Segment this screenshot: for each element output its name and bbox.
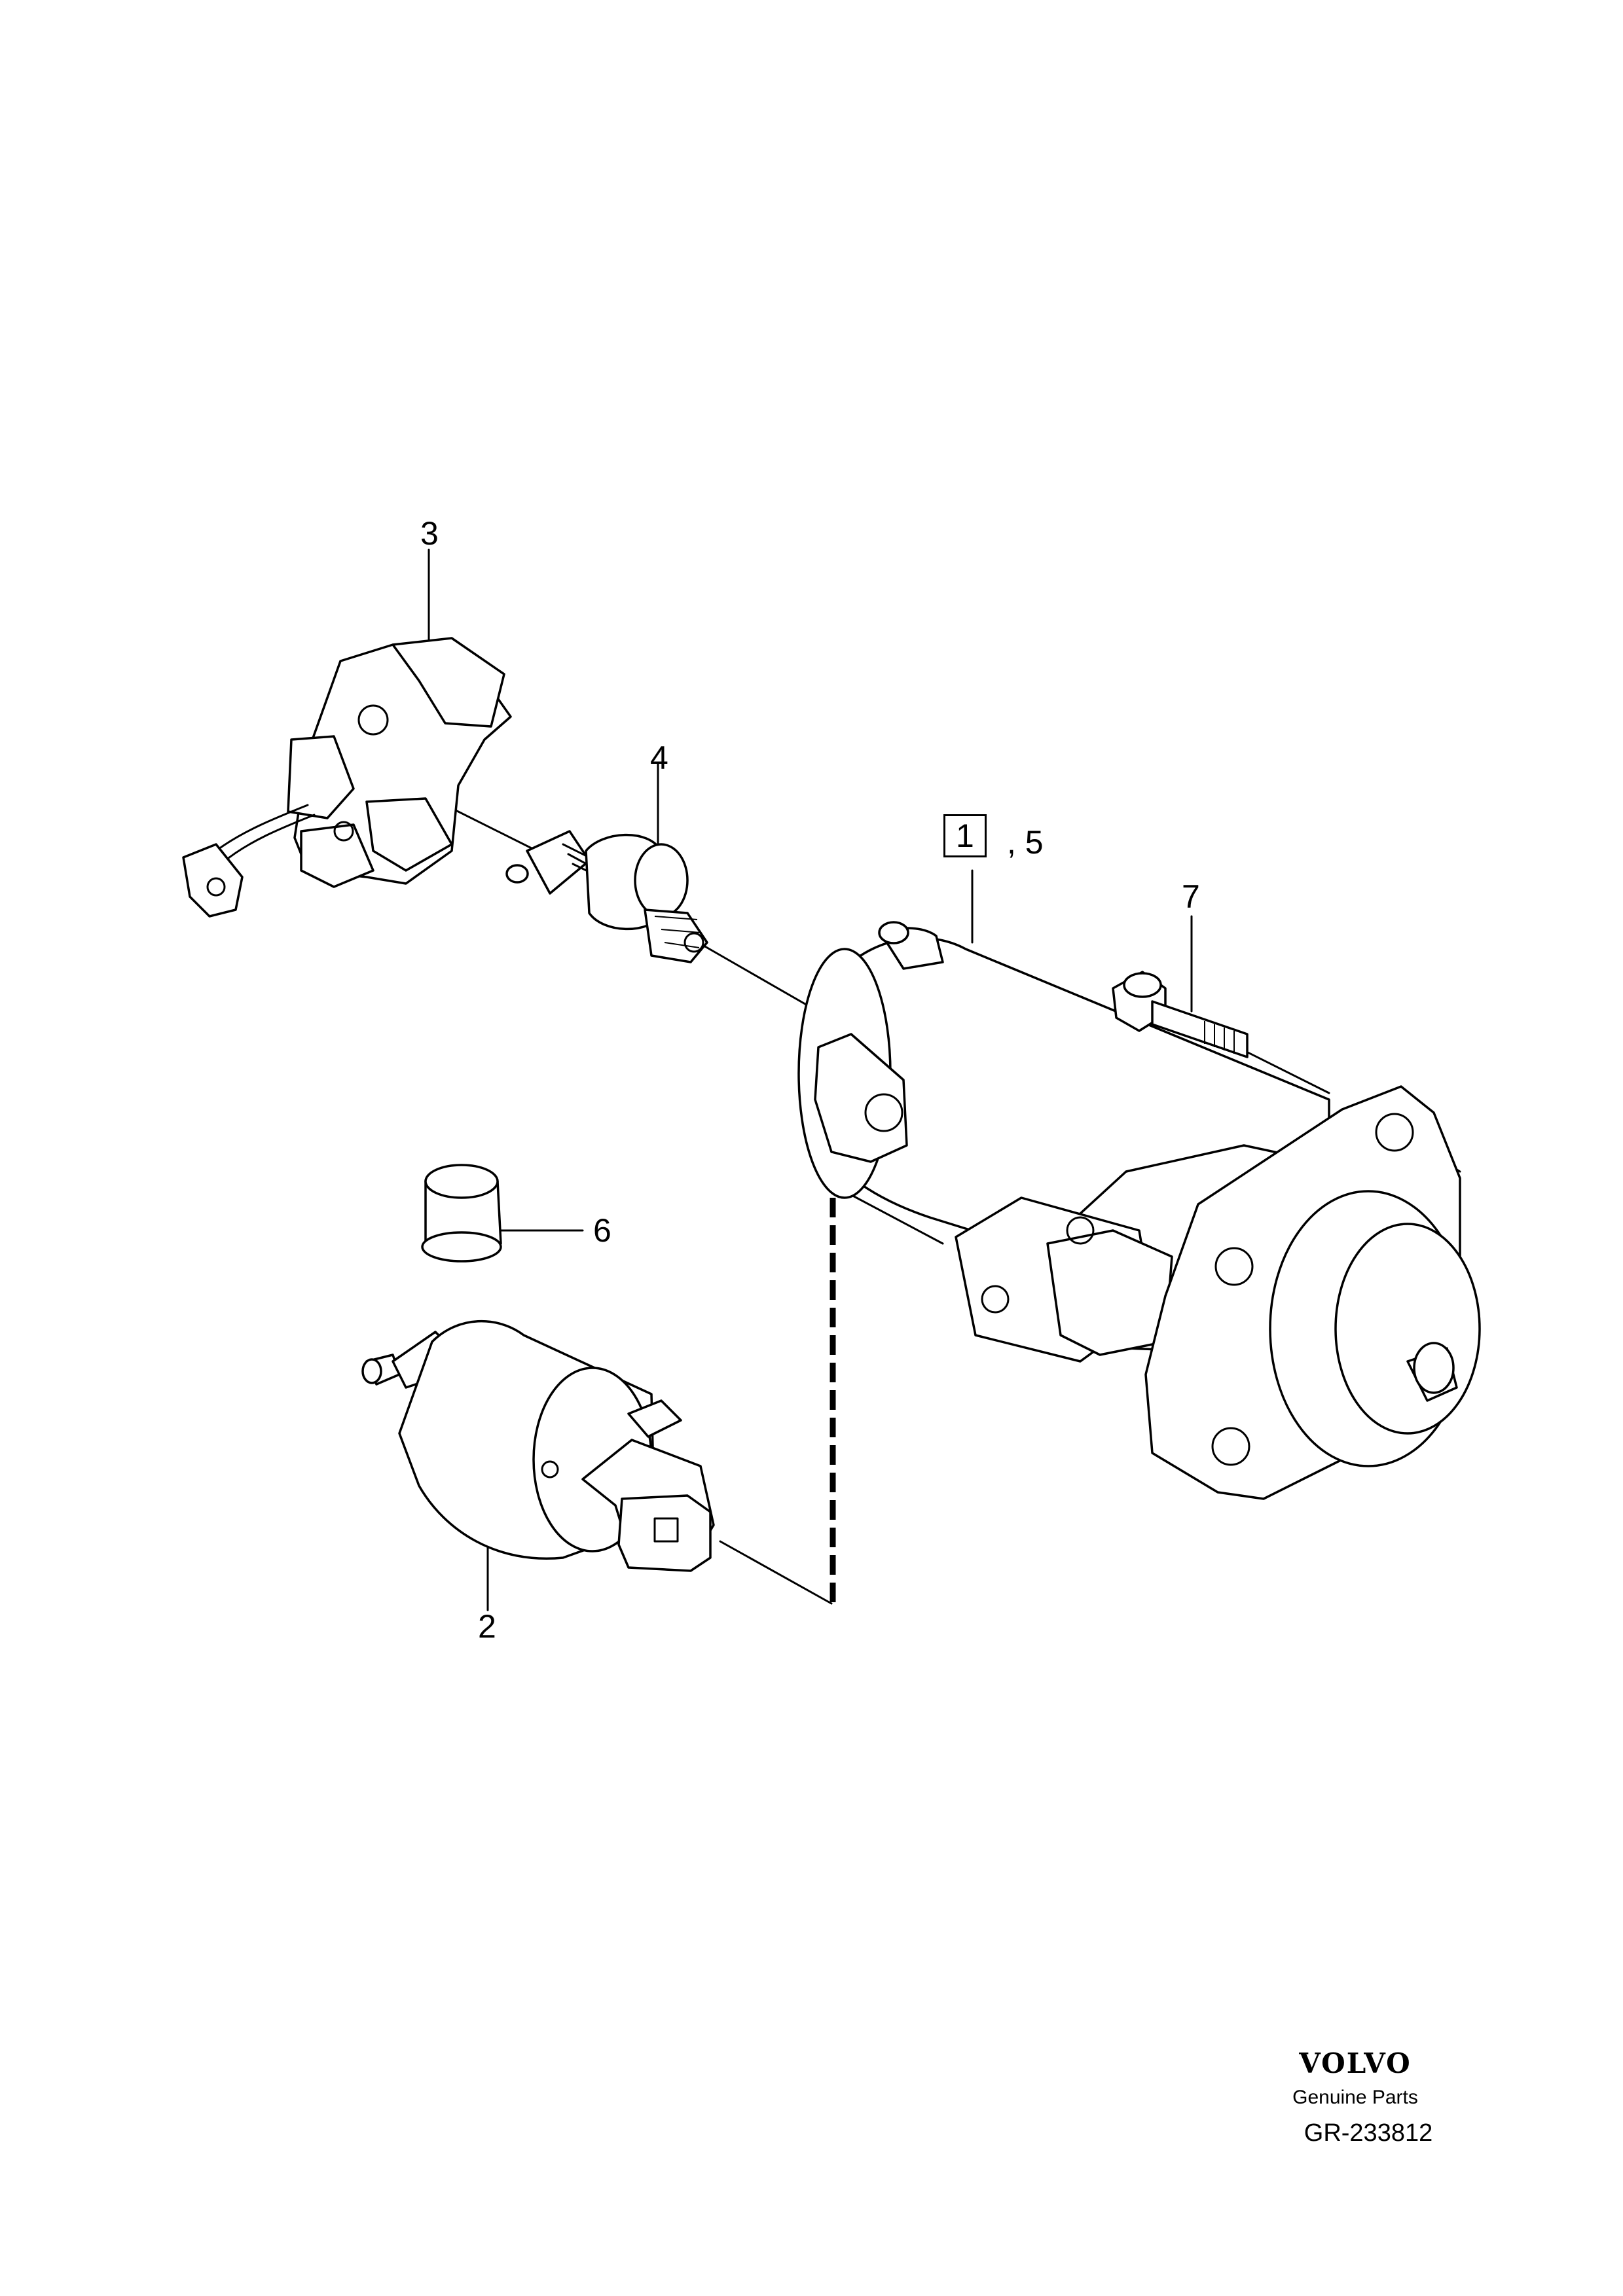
- callout-6: 6: [593, 1212, 611, 1249]
- bolt-icon: [1112, 971, 1249, 1058]
- callout-3: 3: [420, 515, 439, 552]
- protective-cap-icon: [421, 1164, 502, 1263]
- callout-7: 7: [1182, 878, 1200, 915]
- callout-2: 2: [478, 1608, 496, 1645]
- callout-1: 1: [943, 814, 987, 857]
- starter-motor-icon: [797, 921, 1481, 1500]
- drive-pinion-icon: [505, 830, 708, 963]
- document-number: GR-233812: [1304, 2119, 1433, 2147]
- brush-holder-icon: [182, 637, 512, 918]
- brand-logo: VOLVO: [1299, 2047, 1412, 2079]
- solenoid-icon: [361, 1319, 715, 1572]
- tagline: Genuine Parts: [1292, 2087, 1418, 2108]
- leader-lines: [424, 548, 1461, 1611]
- callout-1-suffix: , 5: [1007, 824, 1044, 861]
- callout-4: 4: [650, 740, 668, 776]
